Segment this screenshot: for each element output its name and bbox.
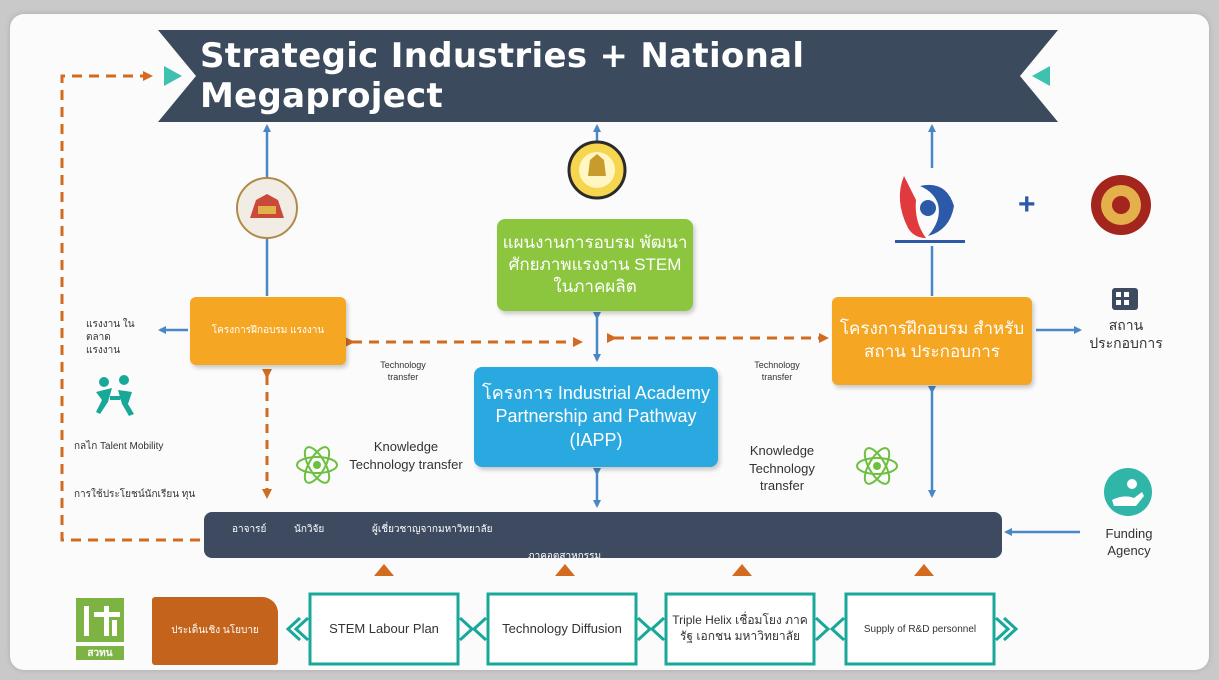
enterprise-training-box: โครงการฝึกอบรม สำหรับสถาน ประกอบการ	[832, 297, 1032, 385]
tech-transfer-right-label: Technology transfer	[754, 360, 800, 382]
student-utilization-label: การใช้ประโยชน์นักเรียน ทุน	[74, 489, 196, 500]
bar-item-university-expert: ผู้เชี่ยวชาญจากมหาวิทยาลัย	[372, 524, 493, 535]
policy-issue-label: ประเด็นเชิง นโยบาย	[171, 625, 259, 636]
talent-mobility-label: กลไก Talent Mobility	[74, 441, 164, 452]
triple-helix-label: Triple Helix เชื่อมโยง ภาครัฐ เอกชน มหาว…	[672, 613, 808, 643]
funding-agency-label: Funding Agency	[1105, 526, 1153, 558]
knowledge-transfer-right-label: Knowledge Technology transfer	[749, 443, 815, 494]
bar-item-industry: ภาคอุตสาหกรรม	[528, 551, 602, 562]
supply-rd-personnel-box: Supply of R&D personnel	[848, 596, 992, 662]
stem-training-plan-label: แผนงานการอบรม พัฒนาศักยภาพแรงงาน STEM ใน…	[502, 232, 688, 297]
ministry-seal-center	[567, 140, 627, 200]
atom-icon-right	[856, 447, 898, 485]
bar-item-researcher: นักวิจัย	[294, 524, 325, 535]
stem-training-plan-box: แผนงานการอบรม พัฒนาศักยภาพแรงงาน STEM ใน…	[497, 219, 693, 311]
ministry-seal-left	[236, 177, 298, 239]
workforce-training-label: โครงการฝึกอบรม แรงงาน	[211, 325, 325, 336]
tech-transfer-left-label: Technology transfer	[380, 360, 426, 382]
policy-issue-box: ประเด็นเชิง นโยบาย	[152, 597, 278, 665]
iapp-project-label: โครงการ Industrial Academy Partnership a…	[482, 382, 710, 450]
knowledge-transfer-left-label: Knowledge Technology transfer	[349, 439, 463, 472]
plus-sign: +	[1018, 188, 1036, 221]
talent-mobility-icon	[96, 375, 134, 416]
sti-logo	[76, 598, 124, 660]
stem-labour-plan-box: STEM Labour Plan	[312, 596, 456, 662]
banner-title: Strategic Industries + National Megaproj…	[200, 36, 805, 116]
banner-arrow-left	[164, 66, 182, 86]
labour-market-label: แรงงาน ในตลาด แรงงาน	[86, 319, 135, 356]
technology-diffusion-box: Technology Diffusion	[490, 596, 634, 662]
funding-hand-icon	[1104, 468, 1152, 516]
supply-rd-personnel-label: Supply of R&D personnel	[863, 623, 977, 635]
bar-item-lecturer: อาจารย์	[232, 524, 267, 535]
stakeholder-bar	[204, 512, 1002, 558]
iapp-project-box: โครงการ Industrial Academy Partnership a…	[474, 367, 718, 467]
atom-icon-left	[296, 446, 338, 484]
workforce-training-box: โครงการฝึกอบรม แรงงาน	[190, 297, 346, 365]
banner-ribbon	[158, 30, 1058, 122]
enterprise-training-label: โครงการฝึกอบรม สำหรับสถาน ประกอบการ	[839, 319, 1025, 361]
banner-arrow-right	[1032, 66, 1050, 86]
enterprise-label: สถาน ประกอบการ	[1089, 317, 1163, 352]
university-seal-right	[1091, 175, 1151, 235]
building-icon	[1112, 288, 1138, 310]
sti-logo-caption: สวทน	[87, 648, 113, 659]
stem-labour-plan-label: STEM Labour Plan	[329, 620, 439, 636]
technology-diffusion-label: Technology Diffusion	[502, 620, 622, 636]
ministry-logo-right	[895, 176, 965, 243]
triple-helix-box: Triple Helix เชื่อมโยง ภาครัฐ เอกชน มหาว…	[668, 596, 812, 662]
